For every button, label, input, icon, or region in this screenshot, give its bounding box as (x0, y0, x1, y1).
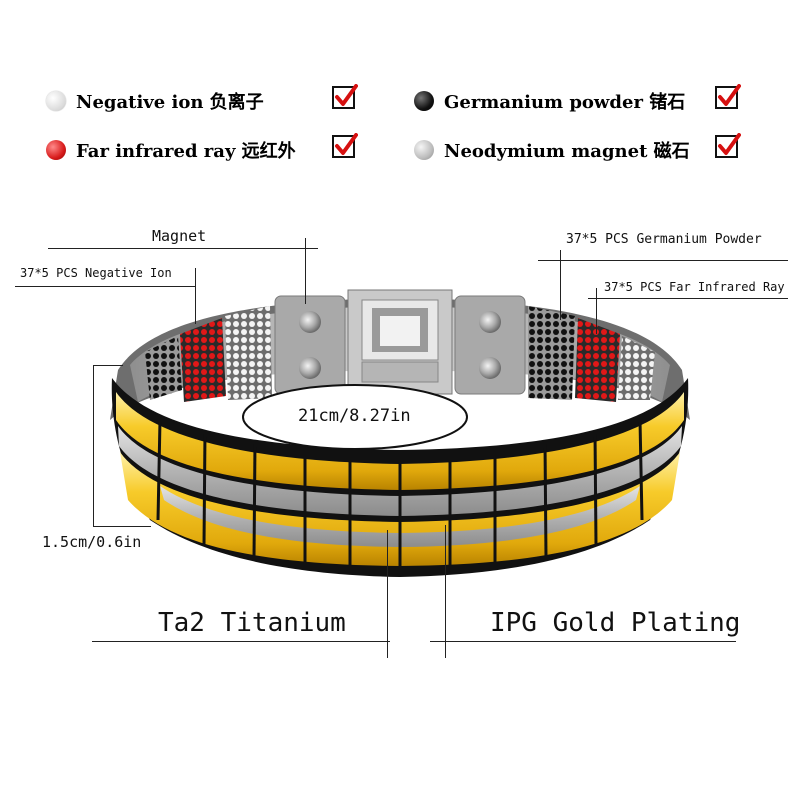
magnet-icon (479, 311, 501, 333)
legend-item-germanium: Germanium powder 锗石 (414, 88, 685, 114)
legend-label: Neodymium magnet 磁石 (444, 141, 690, 162)
checkbox-checked-icon (715, 84, 741, 109)
magnet-callout-line (305, 238, 306, 304)
black-dot-icon (414, 91, 434, 111)
material-callout-line (387, 530, 388, 658)
legend-label: Germanium powder 锗石 (444, 92, 686, 113)
legend-label: Negative ion 负离子 (76, 92, 264, 113)
plating-callout-line (430, 641, 736, 642)
material-callout-line (92, 641, 390, 642)
plating-callout-line (445, 525, 446, 658)
germanium-callout-line (538, 260, 788, 261)
negative-ion-panel (145, 306, 272, 402)
white-dot-icon (46, 91, 66, 111)
plating-label: IPG Gold Plating (490, 608, 741, 638)
legend-item-negative-ion: Negative ion 负离子 (46, 88, 264, 114)
checkbox-checked-icon (332, 133, 358, 158)
magnet-callout-line (48, 248, 318, 249)
checkbox-checked-icon (332, 84, 358, 109)
magnet-icon (299, 311, 321, 333)
legend-item-far-infrared: Far infrared ray 远红外 (46, 137, 296, 163)
germanium-callout-line (560, 250, 561, 320)
negative-ion-callout-line (195, 268, 196, 324)
magnet-icon (479, 357, 501, 379)
far-infrared-callout-line (588, 298, 788, 299)
material-label: Ta2 Titanium (158, 608, 346, 638)
far-infrared-callout-line (596, 288, 597, 334)
legend-item-neodymium: Neodymium magnet 磁石 (414, 137, 690, 163)
red-dot-icon (46, 140, 66, 160)
legend-label: Far infrared ray 远红外 (76, 141, 296, 162)
length-label: 21cm/8.27in (298, 406, 411, 426)
length-ellipse (242, 384, 468, 450)
width-label: 1.5cm/0.6in (42, 533, 142, 551)
checkbox-checked-icon (715, 133, 741, 158)
width-callout-line (93, 365, 94, 527)
far-infrared-label: 37*5 PCS Far Infrared Ray (604, 280, 785, 294)
negative-ion-callout-line (15, 286, 195, 287)
width-callout-line (93, 365, 123, 366)
germanium-panel (528, 306, 655, 402)
magnet-icon (299, 357, 321, 379)
germanium-label: 37*5 PCS Germanium Powder (566, 232, 762, 247)
width-callout-line (93, 526, 151, 527)
grey-dot-icon (414, 140, 434, 160)
magnet-label: Magnet (152, 227, 207, 245)
negative-ion-label: 37*5 PCS Negative Ion (20, 266, 172, 280)
